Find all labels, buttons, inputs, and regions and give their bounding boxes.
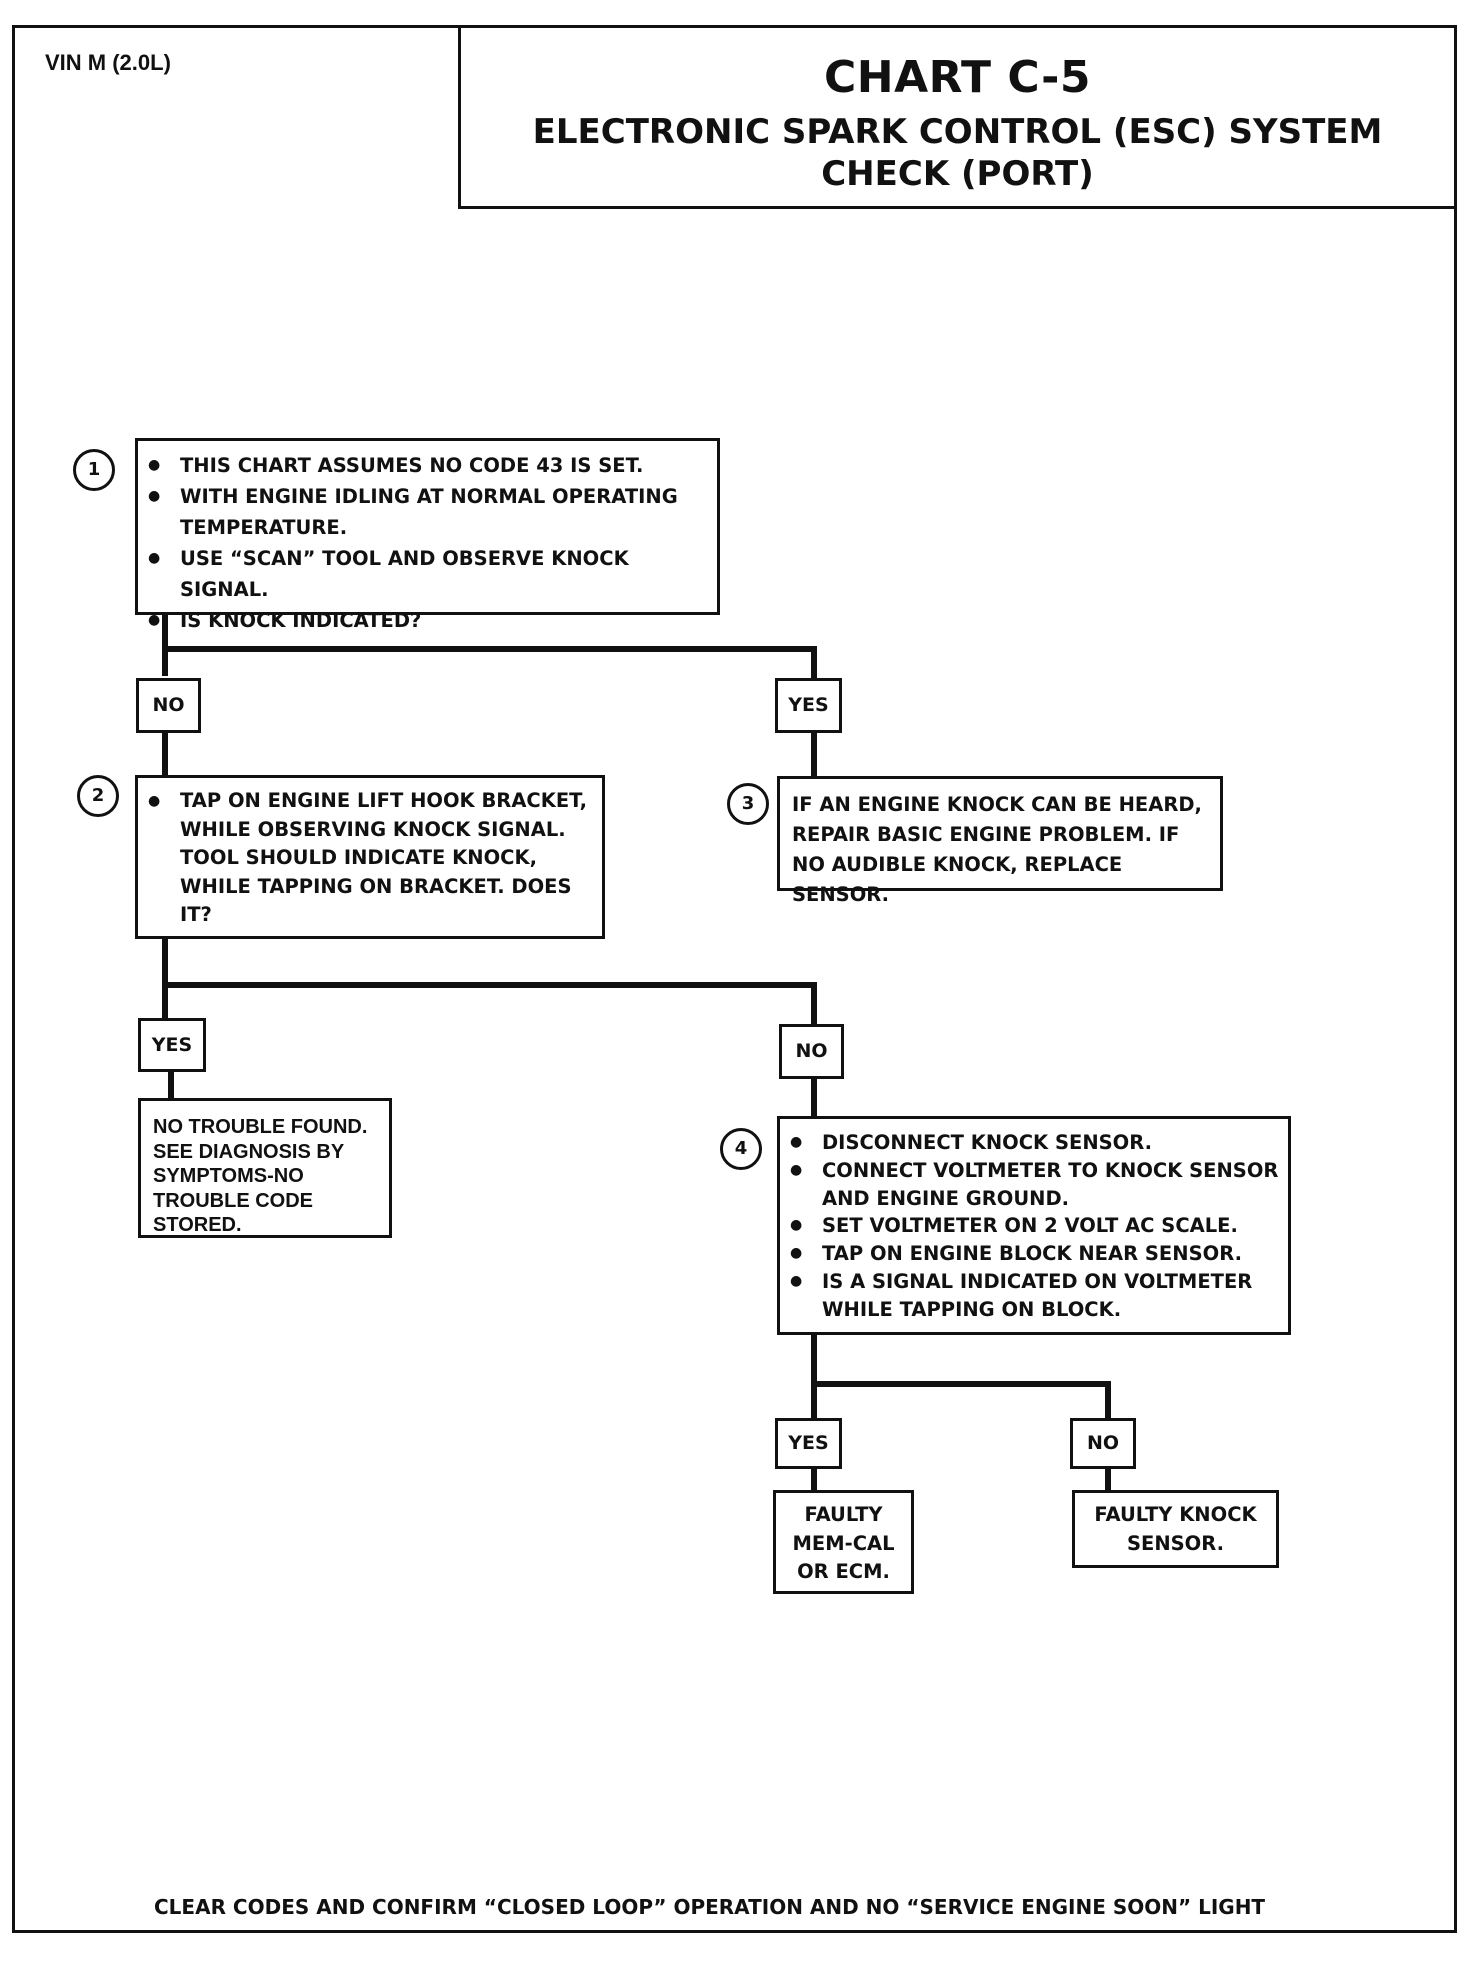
faulty-knock-sensor-text: FAULTY KNOCK SENSOR.: [1094, 1503, 1257, 1555]
footer-note: CLEAR CODES AND CONFIRM “CLOSED LOOP” OP…: [154, 1895, 1266, 1919]
step-4-item: IS A SIGNAL INDICATED ON VOLTMETER WHILE…: [780, 1268, 1288, 1324]
step-4-marker: 4: [720, 1128, 762, 1170]
step-4-box: DISCONNECT KNOCK SENSOR. CONNECT VOLTMET…: [777, 1116, 1291, 1335]
step-1-item: WITH ENGINE IDLING AT NORMAL OPERATING T…: [138, 481, 717, 543]
connector: [811, 1334, 817, 1420]
connector: [811, 646, 817, 681]
vin-label: VIN M (2.0L): [45, 50, 171, 75]
connector: [162, 982, 817, 988]
branch-no-label: NO: [1070, 1418, 1136, 1469]
branch-no-label: NO: [779, 1024, 844, 1079]
branch-yes-label: YES: [138, 1018, 206, 1072]
title-box: CHART C-5 ELECTRONIC SPARK CONTROL (ESC)…: [458, 25, 1457, 209]
connector: [162, 614, 168, 676]
step-4-item: SET VOLTMETER ON 2 VOLT AC SCALE.: [780, 1212, 1288, 1240]
connector: [168, 1070, 174, 1100]
step-1-box: THIS CHART ASSUMES NO CODE 43 IS SET. WI…: [135, 438, 720, 636]
step-1-marker: 1: [73, 449, 115, 491]
connector: [811, 982, 817, 1025]
step-4-item: TAP ON ENGINE BLOCK NEAR SENSOR.: [780, 1240, 1288, 1268]
step-1-item: THIS CHART ASSUMES NO CODE 43 IS SET.: [138, 450, 717, 481]
chart-subtitle: ELECTRONIC SPARK CONTROL (ESC) SYSTEM CH…: [532, 112, 1383, 194]
step-2-box: TAP ON ENGINE LIFT HOOK BRACKET, WHILE O…: [135, 775, 605, 939]
step-3-text: IF AN ENGINE KNOCK CAN BE HEARD, REPAIR …: [792, 793, 1202, 906]
branch-no-label: NO: [136, 678, 201, 733]
step-3-box: IF AN ENGINE KNOCK CAN BE HEARD, REPAIR …: [777, 776, 1223, 906]
chart-title: CHART C-5: [823, 52, 1092, 103]
step-4-item: CONNECT VOLTMETER TO KNOCK SENSOR AND EN…: [780, 1157, 1288, 1213]
page-frame: [12, 25, 1457, 1933]
connector: [162, 646, 817, 652]
step-4-item: DISCONNECT KNOCK SENSOR.: [780, 1129, 1288, 1157]
no-trouble-found-box: NO TROUBLE FOUND. SEE DIAGNOSIS BY SYMPT…: [138, 1098, 392, 1238]
branch-yes-label: YES: [775, 1418, 842, 1469]
branch-yes-label: YES: [775, 678, 842, 733]
step-1-item: IS KNOCK INDICATED?: [138, 605, 717, 636]
faulty-knock-sensor-box: FAULTY KNOCK SENSOR.: [1072, 1490, 1279, 1568]
no-trouble-found-text: NO TROUBLE FOUND. SEE DIAGNOSIS BY SYMPT…: [153, 1116, 368, 1236]
connector: [811, 731, 817, 777]
step-1-item: USE “SCAN” TOOL AND OBSERVE KNOCK SIGNAL…: [138, 543, 717, 605]
connector: [1105, 1381, 1111, 1420]
step-2-marker: 2: [77, 775, 119, 817]
faulty-memcal-box: FAULTY MEM-CAL OR ECM.: [773, 1490, 914, 1594]
step-2-item: TAP ON ENGINE LIFT HOOK BRACKET, WHILE O…: [138, 787, 602, 930]
connector: [1105, 1467, 1111, 1493]
connector: [162, 731, 168, 777]
connector: [811, 1467, 817, 1493]
connector: [811, 1381, 1111, 1387]
faulty-memcal-text: FAULTY MEM-CAL OR ECM.: [792, 1503, 895, 1583]
connector: [811, 1077, 817, 1117]
step-3-marker: 3: [727, 783, 769, 825]
